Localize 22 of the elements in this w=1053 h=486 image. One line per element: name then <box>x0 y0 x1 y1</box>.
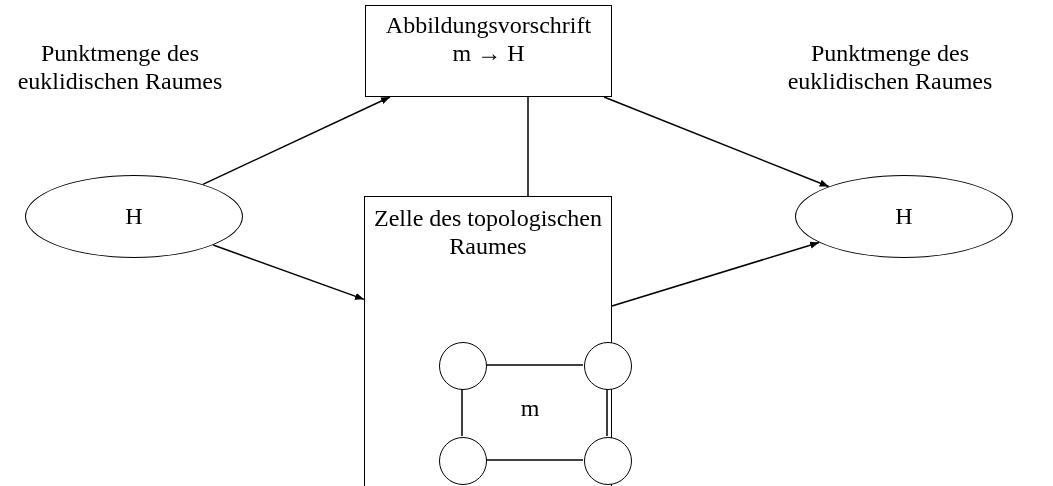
arrow <box>603 96 830 188</box>
node-text: Abbildungsvorschrift <box>385 12 592 40</box>
node-text: Zelle des topologischen Raumes <box>373 205 603 261</box>
small-circle <box>584 437 632 485</box>
caption-text: Punktmenge des euklidischen Raumes <box>786 40 994 96</box>
connector-line <box>606 388 608 437</box>
arrow <box>202 96 391 186</box>
caption-text: Punktmenge des euklidischen Raumes <box>16 40 224 96</box>
connector-line <box>527 96 529 197</box>
small-circle <box>439 342 487 390</box>
connector-line <box>485 459 584 461</box>
small-circle <box>584 342 632 390</box>
process-box <box>365 5 612 97</box>
connector-line <box>461 388 463 437</box>
connector-line <box>485 364 584 366</box>
cell-label: m <box>519 395 541 423</box>
arrow <box>611 241 820 307</box>
small-circle <box>439 437 487 485</box>
arrow <box>212 244 365 301</box>
node-text: m → H <box>452 39 525 68</box>
node-text: H <box>895 202 913 231</box>
node-text: H <box>125 202 143 231</box>
